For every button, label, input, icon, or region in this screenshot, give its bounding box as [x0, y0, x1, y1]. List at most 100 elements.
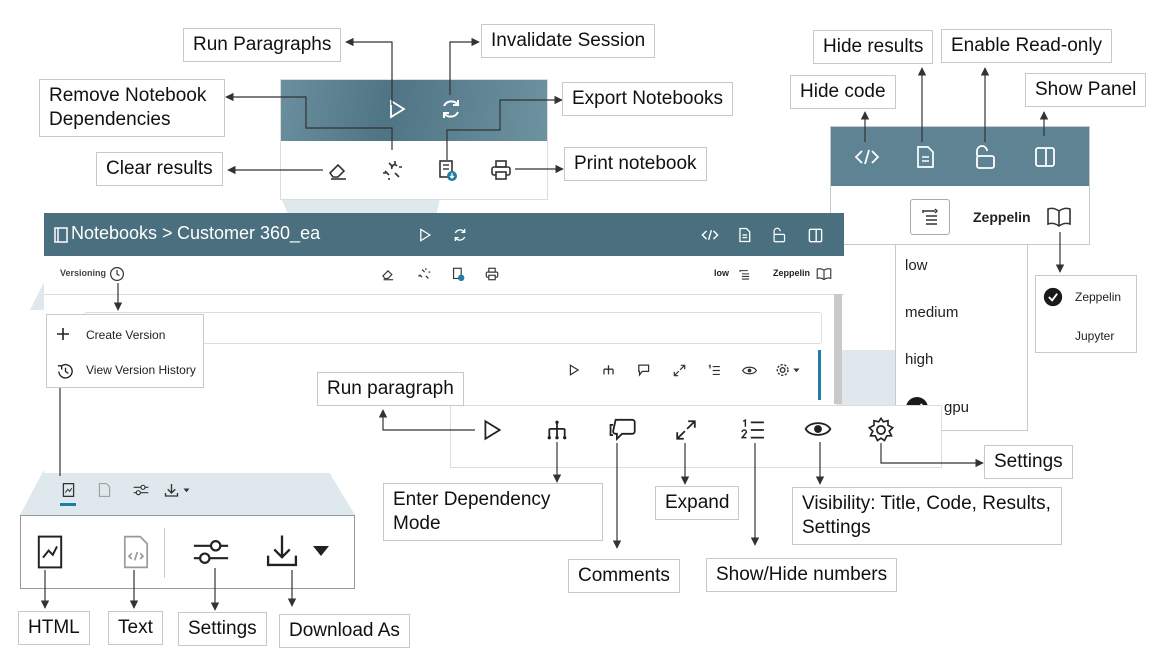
- unlink-icon[interactable]: [416, 266, 432, 282]
- plus-icon: [55, 326, 71, 342]
- hide-code-icon[interactable]: [853, 145, 881, 169]
- run-paragraph-icon[interactable]: [479, 417, 505, 443]
- notebook-toolbar: Versioning low Zeppelin: [44, 256, 844, 295]
- callout-hide-results: Hide results: [813, 30, 934, 64]
- priority-icon[interactable]: [736, 266, 752, 282]
- scrollbar[interactable]: [834, 294, 842, 404]
- callout-visibility: Visibility: Title, Code, Results, Settin…: [792, 487, 1062, 545]
- refresh-icon[interactable]: [451, 226, 469, 244]
- panel-icon[interactable]: [806, 226, 824, 244]
- priority-select-button[interactable]: [910, 199, 950, 235]
- lock-icon[interactable]: [770, 226, 788, 244]
- run-small-icon[interactable]: [566, 362, 582, 378]
- show-panel-icon[interactable]: [1032, 144, 1058, 170]
- zoom-export-toolbar: [20, 515, 355, 589]
- interpreter-option-jupyter[interactable]: Jupyter: [1075, 329, 1115, 343]
- callout-clear-results: Clear results: [96, 152, 223, 186]
- interpreter-value[interactable]: Zeppelin: [773, 268, 811, 278]
- dependency-small-icon[interactable]: [600, 362, 616, 378]
- callout-comments: Comments: [568, 559, 680, 593]
- toolbar-top-band: [281, 80, 547, 141]
- run-paragraphs-icon[interactable]: [384, 96, 410, 122]
- priority-option-gpu[interactable]: gpu: [944, 398, 970, 416]
- interpreter-label[interactable]: Zeppelin: [973, 209, 1031, 225]
- notebook-icon: [53, 226, 69, 243]
- versioning-label[interactable]: Versioning: [60, 268, 107, 278]
- text-icon[interactable]: [119, 533, 153, 571]
- version-menu: Create Version View Version History: [46, 314, 204, 388]
- dependency-icon[interactable]: [544, 417, 570, 443]
- numbers-small-icon[interactable]: [706, 362, 722, 378]
- book-icon[interactable]: [1045, 205, 1073, 229]
- gear-icon[interactable]: [866, 415, 896, 445]
- hide-results-icon[interactable]: [913, 144, 937, 170]
- line-numbers-icon[interactable]: [739, 417, 767, 443]
- results-icon[interactable]: [736, 226, 752, 244]
- callout-remove-dependencies: Remove Notebook Dependencies: [39, 79, 225, 137]
- priority-value[interactable]: low: [714, 268, 729, 278]
- export-toolbar-small: [58, 478, 198, 508]
- callout-text: Text: [108, 611, 163, 645]
- download-icon[interactable]: [265, 533, 299, 569]
- callout-export-notebooks: Export Notebooks: [562, 82, 734, 116]
- callout-run-paragraph: Run paragraph: [317, 372, 464, 406]
- invalidate-session-icon[interactable]: [437, 95, 465, 123]
- callout-download-as: Download As: [279, 614, 410, 648]
- create-version-item[interactable]: Create Version: [86, 328, 166, 342]
- run-all-icon[interactable]: [417, 227, 433, 243]
- clear-icon[interactable]: [380, 266, 396, 282]
- selected-underline: [60, 503, 76, 506]
- gear-small-icon[interactable]: [774, 361, 802, 379]
- view-history-item[interactable]: View Version History: [86, 363, 196, 377]
- printer-icon[interactable]: [484, 266, 500, 282]
- priority-option-medium[interactable]: medium: [905, 303, 959, 321]
- eye-small-icon[interactable]: [740, 362, 758, 378]
- text-small-icon[interactable]: [96, 482, 112, 498]
- expand-icon[interactable]: [673, 417, 699, 443]
- settings-sliders-icon[interactable]: [191, 536, 231, 568]
- interpreter-menu: Zeppelin Jupyter: [1035, 275, 1137, 353]
- callout-show-panel: Show Panel: [1025, 73, 1147, 107]
- html-small-icon[interactable]: [60, 482, 76, 498]
- zoom-view-toolbar: Zeppelin: [830, 126, 1090, 245]
- divider: [164, 528, 165, 578]
- callout-run-paragraphs: Run Paragraphs: [183, 28, 342, 62]
- priority-option-low[interactable]: low: [905, 256, 928, 274]
- unlock-icon[interactable]: [971, 143, 999, 171]
- callout-print-notebook: Print notebook: [564, 147, 707, 181]
- comments-icon[interactable]: [607, 416, 637, 444]
- callout-show-hide-numbers: Show/Hide numbers: [706, 558, 898, 592]
- history-icon[interactable]: [108, 265, 126, 283]
- eye-icon[interactable]: [803, 418, 833, 440]
- eraser-icon[interactable]: [326, 158, 350, 182]
- code-icon[interactable]: [700, 227, 720, 243]
- expand-small-icon[interactable]: [671, 362, 687, 378]
- book-small-icon[interactable]: [815, 266, 833, 282]
- interpreter-option-zeppelin[interactable]: Zeppelin: [1075, 290, 1122, 304]
- callout-dependency-mode: Enter Dependency Mode: [383, 483, 603, 541]
- callout-hide-code: Hide code: [790, 75, 896, 109]
- callout-enable-readonly: Enable Read-only: [941, 29, 1113, 63]
- export-notebooks-icon[interactable]: [435, 158, 459, 182]
- priority-menu: low medium high gpu: [895, 244, 1028, 431]
- chevron-down-icon[interactable]: [311, 544, 331, 558]
- breadcrumb-separator: >: [162, 223, 173, 243]
- priority-option-high[interactable]: high: [905, 350, 934, 368]
- callout-invalidate-session: Invalidate Session: [481, 24, 656, 58]
- download-small-icon[interactable]: [162, 481, 196, 499]
- callout-settings-export: Settings: [178, 612, 267, 646]
- callout-expand: Expand: [655, 486, 740, 520]
- history-icon: [55, 361, 75, 381]
- sliders-small-icon[interactable]: [132, 482, 150, 498]
- zoom-paragraph-toolbar: [450, 405, 942, 468]
- export-icon[interactable]: [450, 266, 466, 282]
- notebook-header: Notebooks > Customer 360_ea: [44, 213, 844, 256]
- comment-small-icon[interactable]: [635, 362, 651, 378]
- callout-html: HTML: [18, 611, 90, 645]
- callout-settings-paragraph: Settings: [984, 445, 1073, 479]
- breadcrumb-root[interactable]: Notebooks: [71, 223, 158, 243]
- html-icon[interactable]: [33, 533, 67, 571]
- remove-dependencies-icon[interactable]: [380, 158, 404, 182]
- notebook-title[interactable]: Customer 360_ea: [177, 223, 321, 243]
- print-icon[interactable]: [489, 158, 513, 182]
